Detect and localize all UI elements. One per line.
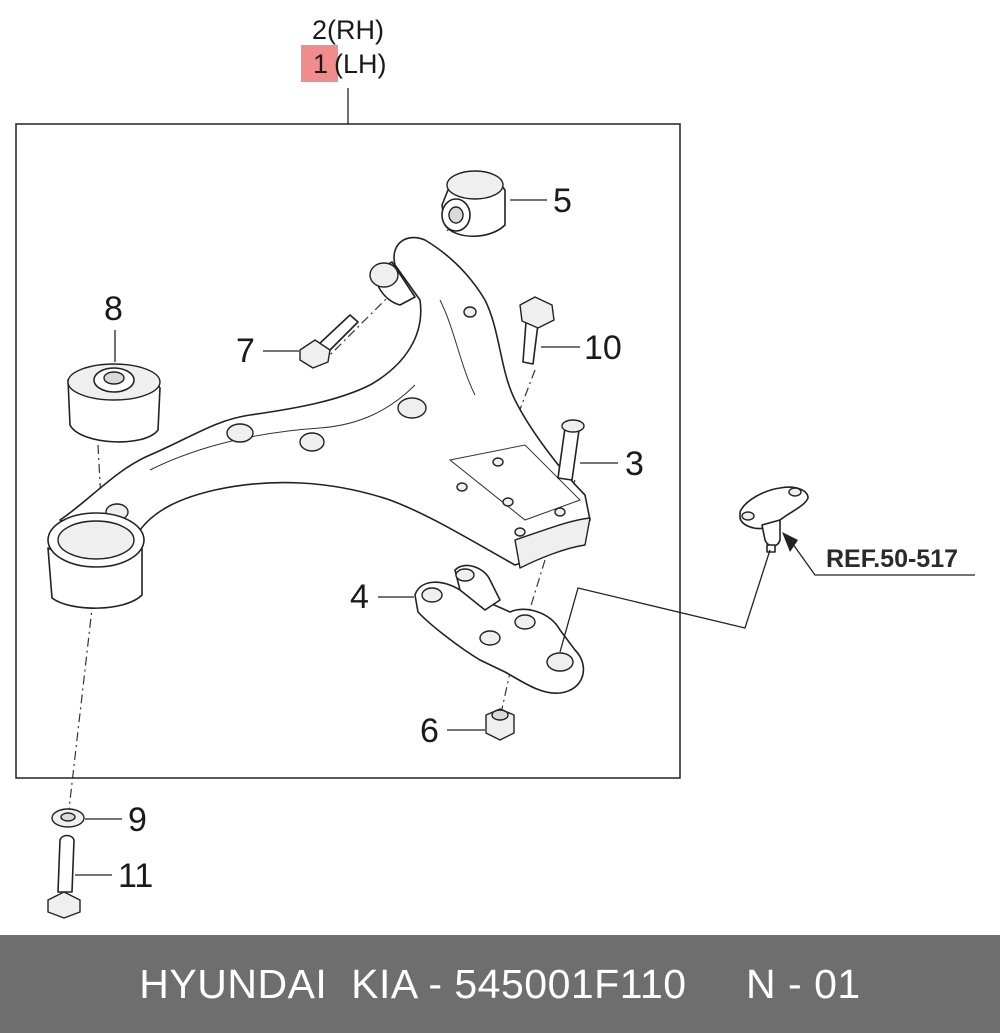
part-11-bolt [47,834,81,919]
part-5-front-bushing [441,170,506,237]
part-10-bolt [519,296,555,365]
part-3-stud [557,419,585,481]
ball-joint-link-line [559,549,771,653]
part-8-rear-bushing [67,363,161,443]
lower-control-arm [47,236,591,609]
callout-4: 4 [350,578,369,616]
callout-7: 7 [236,332,255,370]
callout-9: 9 [128,801,147,839]
part-9-washer [51,808,85,828]
callout-2-rh: 2(RH) [312,15,384,45]
callout-3: 3 [625,445,644,483]
reference-arrow [782,532,975,576]
callout-1-side: (LH) [334,49,387,79]
callout-5: 5 [553,182,572,220]
callout-1-number: 1 [313,49,328,79]
assembly-frame [15,123,681,779]
part-7-bolt [299,314,359,369]
part-4-mounting-plate [414,564,585,694]
callout-1-highlight [301,45,338,82]
parts-diagram: 2(RH) 1 (LH) [15,15,975,919]
callout-6: 6 [420,712,439,750]
callout-10: 10 [584,329,622,367]
callout-11: 11 [118,857,153,895]
callout-8: 8 [104,290,123,328]
footer-bar: HYUNDAI KIA - 545001F110 N - 01 [0,935,1000,1033]
part-6-nut [485,708,515,741]
part-number-caption: HYUNDAI KIA - 545001F110 N - 01 [139,960,861,1007]
reference-label: REF.50-517 [826,545,958,573]
ball-joint-reference [739,486,809,553]
